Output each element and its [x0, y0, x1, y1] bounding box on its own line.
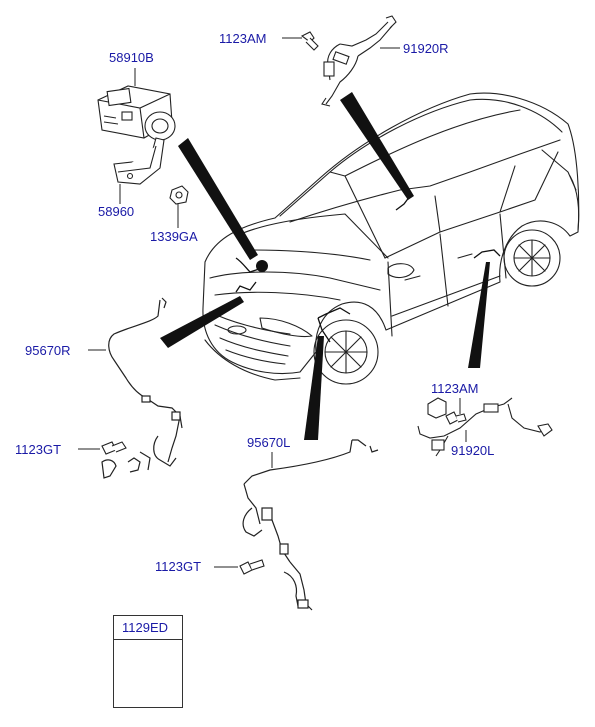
vehicle-illustration: [202, 92, 580, 385]
front-left-cable: [242, 439, 379, 611]
bracket-nut: [169, 185, 189, 205]
label-1129ED: 1129ED: [122, 620, 169, 635]
front-left-bolt: [239, 559, 265, 575]
legend-header: 1129ED: [114, 616, 182, 640]
label-95670L: 95670L: [247, 435, 291, 450]
label-1339GA: 1339GA: [150, 229, 198, 244]
front-right-cable: [101, 297, 183, 479]
label-1123GT-left: 1123GT: [15, 442, 62, 457]
legend-box: 1129ED: [113, 615, 183, 708]
pointer-wedges: [160, 92, 490, 440]
label-58960: 58960: [98, 204, 135, 219]
rear-right-sensor: [321, 15, 397, 107]
hecu-module: [97, 85, 176, 141]
label-1123AM-top: 1123AM: [219, 31, 267, 46]
hecu-on-vehicle: [256, 260, 268, 272]
label-91920L: 91920L: [451, 443, 495, 458]
rear-left-sensor: [417, 397, 553, 457]
label-95670R: 95670R: [25, 343, 71, 358]
label-58910B: 58910B: [109, 50, 154, 65]
label-1123AM-right: 1123AM: [431, 381, 479, 396]
rear-left-bolt: [445, 411, 467, 425]
front-right-bolt: [101, 441, 127, 455]
label-91920R: 91920R: [403, 41, 449, 56]
rear-right-bolt: [300, 31, 319, 51]
hecu-bracket: [113, 137, 165, 185]
label-1123GT-bottom: 1123GT: [155, 559, 202, 574]
